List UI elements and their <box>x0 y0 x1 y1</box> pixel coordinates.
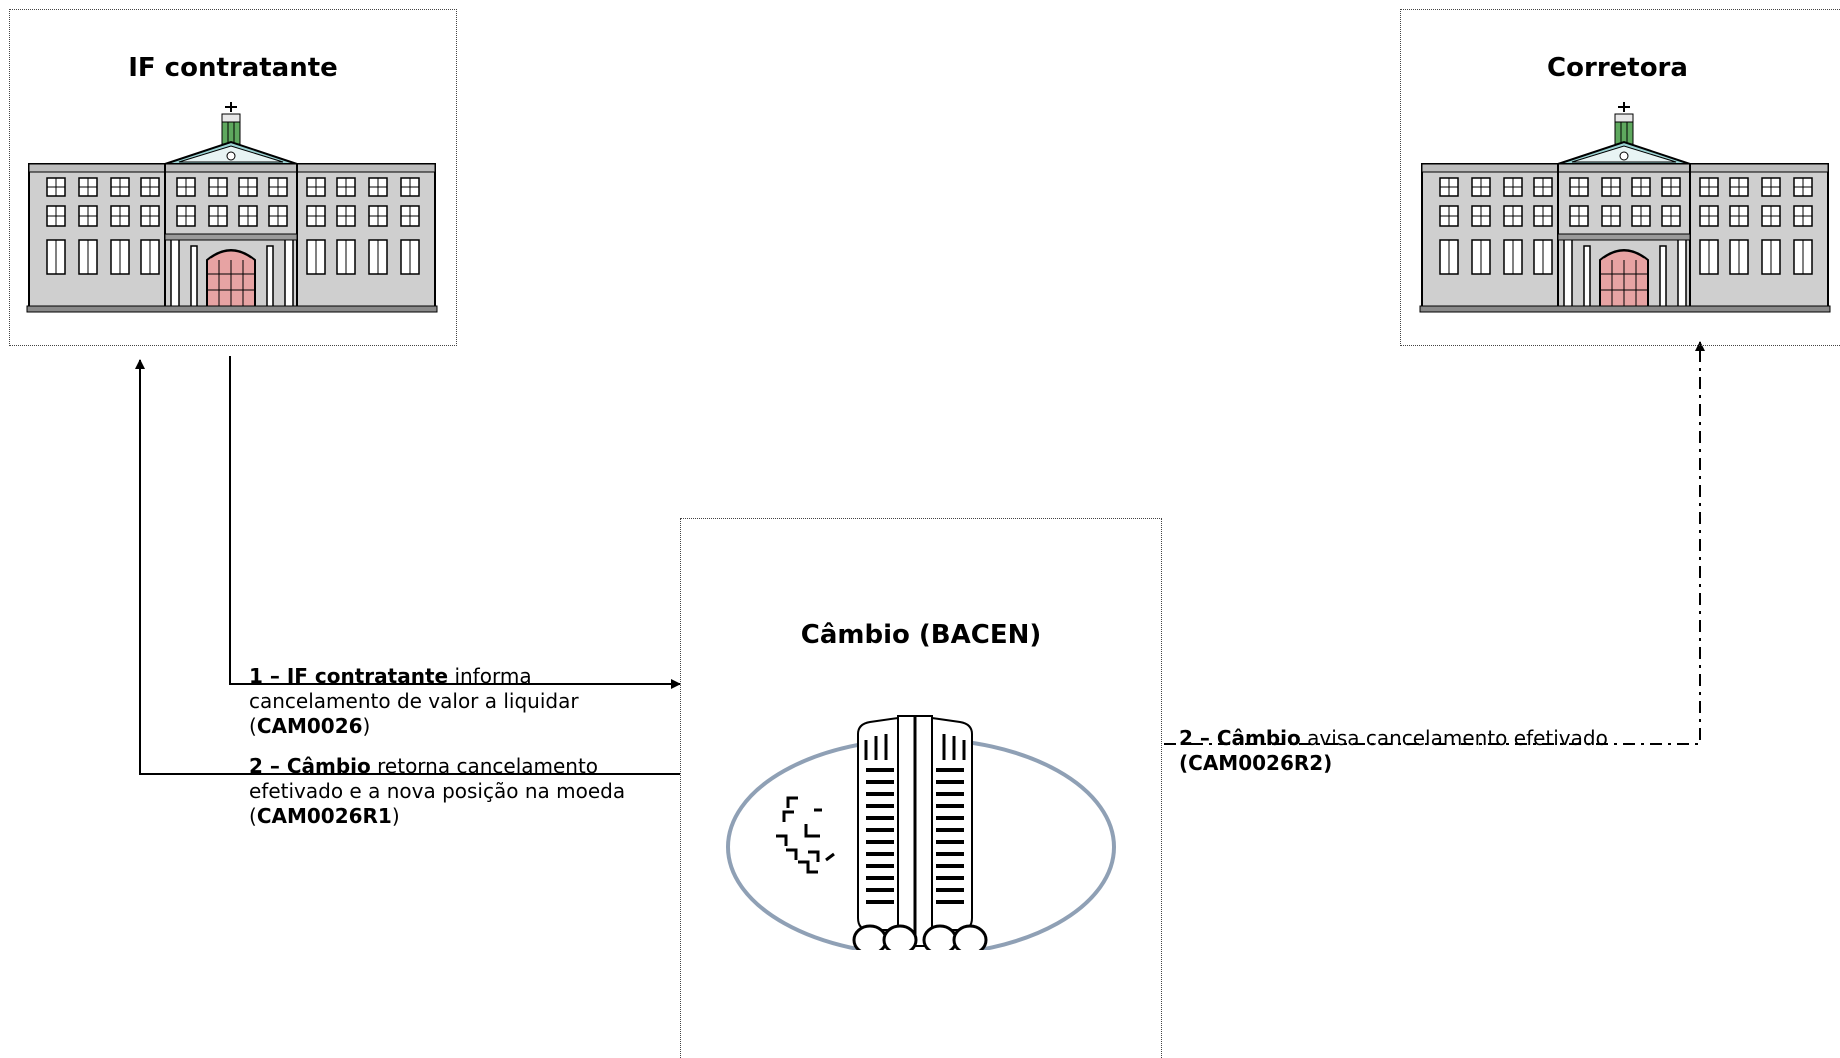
node-title: IF contratante <box>128 53 338 83</box>
message-text: efetivado e a nova posição na moeda <box>249 779 626 803</box>
node-cambio-bacen: Câmbio (BACEN) <box>680 518 1162 1058</box>
message-number: 2 – <box>1179 726 1217 750</box>
message-code: CAM0026 <box>256 714 363 738</box>
bacen-logo-icon <box>726 715 1116 964</box>
message-text: informa <box>448 664 532 688</box>
message-actor: IF contratante <box>286 664 449 688</box>
arrow-notify <box>1164 341 1705 745</box>
paren: ( <box>249 804 257 828</box>
message-code: CAM0026R1 <box>256 804 392 828</box>
message-3-label: 2 – Câmbio avisa cancelamento efetivado … <box>1179 726 1608 776</box>
paren: ( <box>249 714 257 738</box>
message-text: cancelamento de valor a liquidar <box>249 689 579 713</box>
message-actor: Câmbio <box>1216 726 1301 750</box>
message-1-label: 1 – IF contratante informa cancelamento … <box>249 664 579 739</box>
arrow-request <box>229 356 681 689</box>
message-code: (CAM0026R2) <box>1179 751 1333 775</box>
connectors <box>135 341 1705 775</box>
message-number: 2 – <box>249 754 287 778</box>
message-text: retorna cancelamento <box>370 754 599 778</box>
paren: ) <box>362 714 371 738</box>
paren: ) <box>391 804 400 828</box>
message-text: avisa cancelamento efetivado <box>1300 726 1608 750</box>
bank-building-icon <box>26 102 438 313</box>
node-title: Corretora <box>1547 53 1688 83</box>
arrow-response <box>135 359 680 775</box>
message-number: 1 – <box>249 664 287 688</box>
node-corretora: Corretora <box>1400 9 1840 346</box>
node-if-contratante: IF contratante <box>9 9 457 346</box>
message-actor: Câmbio <box>286 754 371 778</box>
node-title: Câmbio (BACEN) <box>800 620 1042 650</box>
message-2-label: 2 – Câmbio retorna cancelamento efetivad… <box>249 754 625 829</box>
